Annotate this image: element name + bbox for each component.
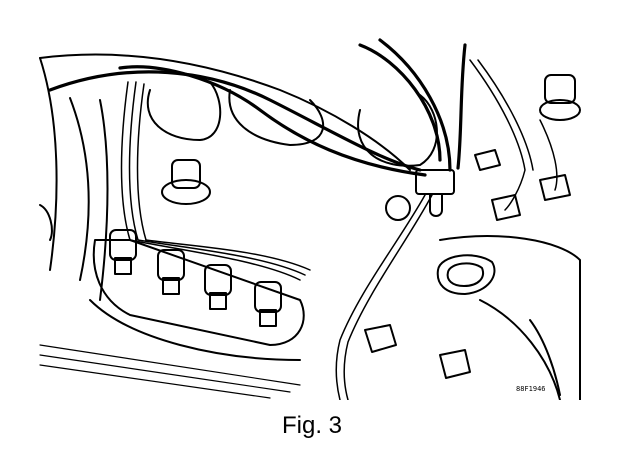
right-body-line-2: [479, 299, 561, 400]
figure-caption: Fig. 3: [281, 412, 343, 439]
cover-outline-left: [39, 57, 58, 271]
injector-bank-rail: [89, 299, 301, 361]
connector-right-1: [474, 149, 501, 171]
engine-harness-diagram: [39, 38, 581, 400]
injector-upper: [161, 159, 211, 205]
connector-right-top: [539, 74, 581, 121]
injector-3: [204, 264, 232, 310]
left-component: [39, 204, 53, 241]
lobe-left: [147, 81, 222, 141]
cover-outline-top: [39, 53, 411, 171]
lobe-middle: [228, 89, 325, 146]
sensor-plate: [436, 254, 496, 295]
lobe-right: [357, 94, 438, 167]
right-body-line-3: [529, 319, 561, 396]
main-harness: [48, 38, 467, 177]
center-boss: [385, 195, 411, 221]
injector-2: [157, 249, 185, 295]
reference-code: 88F1946: [516, 385, 546, 393]
connector-lower-1: [364, 324, 397, 353]
cover-edge-left: [69, 97, 90, 281]
center-harness-down: [335, 194, 433, 400]
injector-bank-plate: [92, 239, 305, 346]
connector-right-3: [491, 194, 521, 221]
connector-right-2: [539, 174, 571, 201]
connector-lower-2: [439, 349, 471, 379]
right-body-outline: [439, 235, 581, 400]
bottom-left-lines: [39, 344, 301, 399]
center-connector: [415, 169, 455, 217]
right-harness: [469, 59, 558, 211]
injector-4: [254, 281, 282, 327]
injector-1: [109, 229, 137, 275]
left-harness-bundle: [120, 81, 311, 281]
cover-edge-left-inner: [99, 99, 109, 301]
